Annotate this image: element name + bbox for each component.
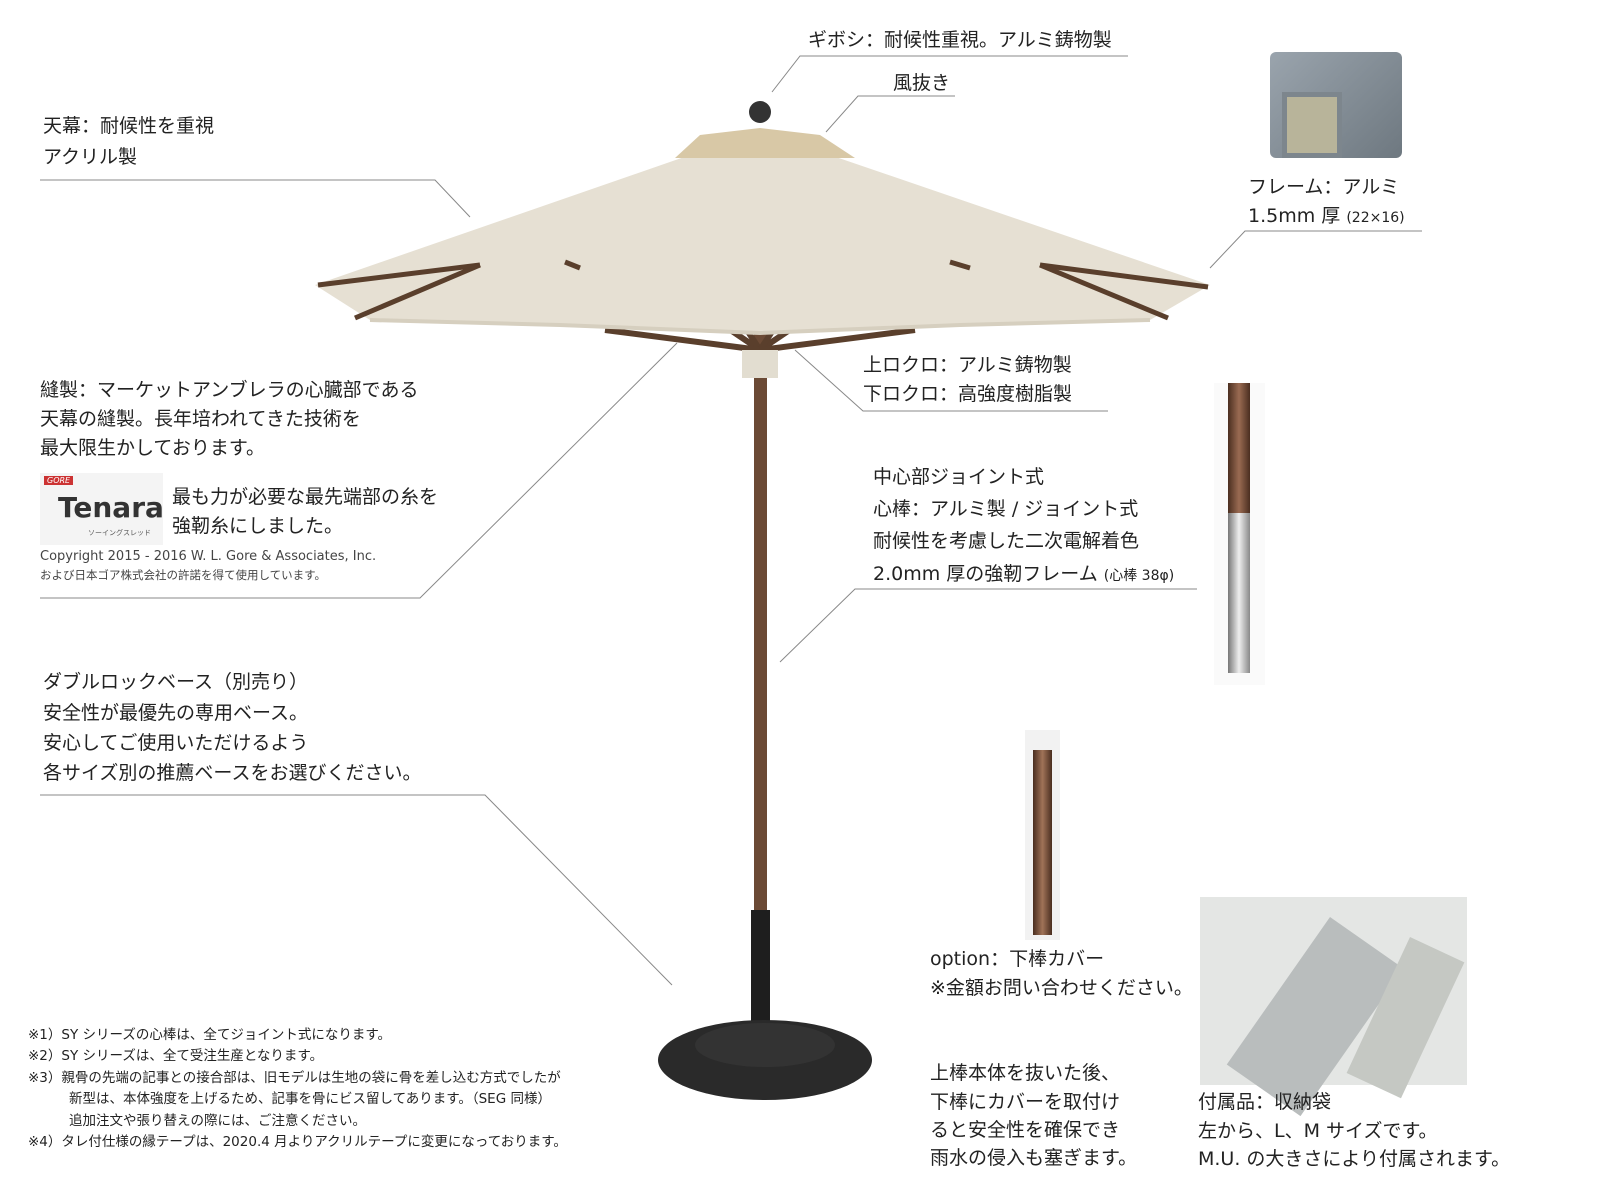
pole-label-2: 心棒：アルミ製 / ジョイント式 — [873, 498, 1139, 520]
canopy-label-1: 天幕：耐候性を重視 — [43, 115, 215, 137]
cover-text-2: 下棒にカバーを取付け — [930, 1091, 1121, 1113]
accessory-label-3: M.U. の大きさにより付属されます。 — [1198, 1148, 1511, 1170]
finial — [749, 101, 771, 123]
copyright-2: および日本ゴア株式会社の許諾を得て使用しています。 — [40, 568, 327, 582]
note-3: ※3）親骨の先端の記事との接合部は、旧モデルは生地の袋に骨を差し込む方式でしたが — [28, 1070, 561, 1086]
note-3-cont-1: 新型は、本体強度を上げるため、記事を骨にビス留してあります。（SEG 同様） — [69, 1091, 551, 1107]
tenara-logo: GORE Tenara ソーイングスレッド — [40, 473, 164, 545]
base-label-2: 安全性が最優先の専用ベース。 — [43, 702, 309, 724]
pole-cover-photo — [1025, 730, 1060, 940]
tenara-text-1: 最も力が必要な最先端部の糸を — [172, 486, 439, 508]
leader-lines — [40, 55, 1422, 986]
runner — [742, 350, 778, 378]
accessory-label-1: 付属品：収納袋 — [1198, 1091, 1332, 1113]
runner-label-2: 下ロクロ：高強度樹脂製 — [863, 383, 1073, 405]
finial-label: ギボシ：耐候性重視。アルミ鋳物製 — [808, 29, 1112, 51]
tenara-text-2: 強靭糸にしました。 — [172, 515, 344, 537]
pole-label-1: 中心部ジョイント式 — [873, 466, 1045, 488]
pole-label-3: 耐候性を考慮した二次電解着色 — [873, 530, 1140, 552]
sewing-label-1: 縫製：マーケットアンブレラの心臓部である — [40, 379, 419, 401]
cover-text-1: 上棒本体を抜いた後、 — [930, 1062, 1121, 1084]
base-label-1: ダブルロックベース（別売り） — [43, 671, 309, 693]
option-label-2: ※金額お問い合わせください。 — [930, 977, 1193, 999]
pole-label-4: 2.0mm 厚の強靭フレーム (心棒 38φ) — [873, 559, 1174, 591]
frame-thickness: 1.5mm 厚 — [1248, 205, 1341, 227]
frame-label-2: 1.5mm 厚 (22×16) — [1248, 201, 1405, 233]
frame-size: (22×16) — [1346, 210, 1405, 226]
sewing-label-3: 最大限生かしております。 — [40, 437, 265, 459]
note-2: ※2）SY シリーズは、全て受注生産となります。 — [28, 1048, 324, 1064]
frame-label-1: フレーム：アルミ — [1248, 176, 1400, 198]
vent-cap — [675, 128, 855, 158]
frame-profile-photo — [1270, 52, 1402, 158]
note-4: ※4）タレ付仕様の縁テープは、2020.4 月よりアクリルテープに変更になってお… — [28, 1134, 567, 1150]
canopy — [315, 155, 1210, 333]
copyright-1: Copyright 2015 - 2016 W. L. Gore & Assoc… — [40, 549, 377, 564]
base-label-4: 各サイズ別の推薦ベースをお選びください。 — [43, 762, 422, 784]
note-3-cont-2: 追加注文や張り替えの際には、ご注意ください。 — [69, 1113, 366, 1129]
sewing-label-2: 天幕の縫製。長年培われてきた技術を — [40, 408, 361, 430]
ribs — [317, 259, 1209, 321]
runner-label-1: 上ロクロ：アルミ鋳物製 — [863, 354, 1072, 376]
pole-thickness: 2.0mm 厚の強靭フレーム — [873, 563, 1098, 585]
vent-label: 風抜き — [893, 72, 951, 94]
cover-text-3: ると安全性を確保でき — [930, 1119, 1121, 1141]
canopy-label-2: アクリル製 — [43, 146, 138, 168]
pole-joint-photo — [1214, 383, 1265, 685]
storage-bag-photo — [1200, 897, 1467, 1117]
accessory-label-2: 左から、L、M サイズです。 — [1198, 1120, 1438, 1142]
option-label-1: option：下棒カバー — [930, 948, 1105, 970]
upper-pole — [754, 320, 767, 920]
cover-text-4: 雨水の侵入も塞ぎます。 — [930, 1147, 1138, 1169]
base-label-3: 安心してご使用いただけるよう — [43, 732, 309, 754]
note-1: ※1）SY シリーズの心棒は、全てジョイント式になります。 — [28, 1027, 391, 1043]
pole-diameter: (心棒 38φ) — [1103, 568, 1175, 584]
lower-pole — [751, 910, 770, 1030]
